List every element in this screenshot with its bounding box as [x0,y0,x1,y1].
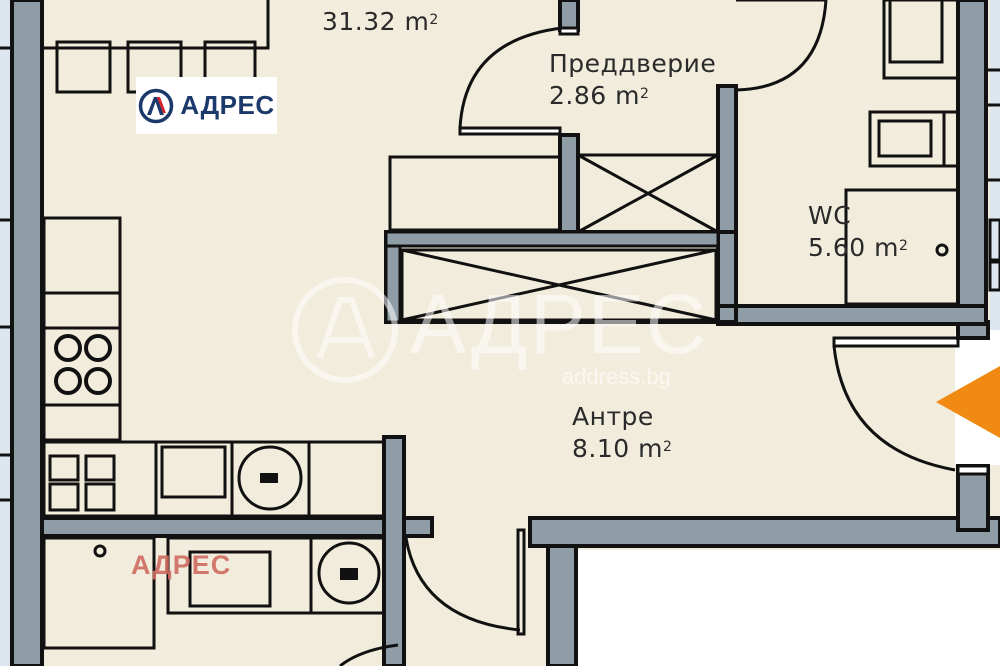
wall-hall-bottom [528,516,1000,548]
logo-text: АДРЕС [180,90,275,120]
wall-wc-bottom [716,304,988,326]
area-unit-sup: 2 [898,238,909,254]
room-name: Антре [572,402,654,431]
adjacent-area [575,550,1000,666]
appliance-icon [260,473,278,483]
area-unit-sup: 2 [429,12,439,28]
shaft-icon [388,153,720,322]
watermark-text: АДРЕС [410,277,709,371]
brand-logo: АДРЕС [136,77,277,134]
wall-left [10,0,44,666]
area-unit-sup: 2 [662,439,673,455]
room-label-vestibule: Преддверие 2.86 m2 [549,48,716,112]
area-unit-sup: 2 [639,86,650,102]
area-value: 31.32 m [322,7,430,36]
red-watermark: АДРЕС [131,550,232,580]
watermark-logo-icon [292,277,398,383]
wall-bath2 [382,435,406,666]
area-value: 8.10 m [572,434,663,463]
room-name: WC [808,201,852,230]
room-area-living: 31.32 m2 [322,6,439,38]
room-label-hall: Антре 8.10 m2 [572,401,672,465]
watermark-url: address.bg [562,364,671,389]
room-name: Преддверие [549,49,717,78]
entry-arrow-icon [936,366,1000,438]
wall-wc-left [716,84,738,320]
wall-kitchen-bottom [40,516,434,538]
area-value: 2.86 m [549,81,640,110]
wall-right [956,0,988,332]
room-label-wc: WC 5.60 m2 [808,200,908,264]
logo-circle-icon [139,88,174,123]
wall-bottom-unit [546,544,578,666]
cooktop-icon [54,334,112,395]
area-value: 5.60 m [808,233,899,262]
exterior-right [990,0,1000,330]
